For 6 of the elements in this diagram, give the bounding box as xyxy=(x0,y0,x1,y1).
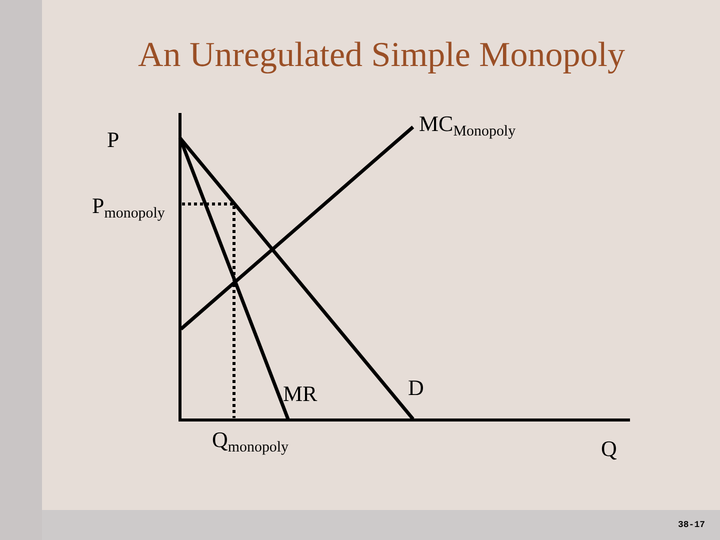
curve-label: MR xyxy=(283,383,318,405)
axis-label: Q xyxy=(601,438,617,460)
curve-label: D xyxy=(408,377,424,399)
axis-label: P xyxy=(107,129,120,151)
title: An Unregulated Simple Monopoly xyxy=(138,37,626,72)
slide-number: 38-17 xyxy=(678,521,706,530)
